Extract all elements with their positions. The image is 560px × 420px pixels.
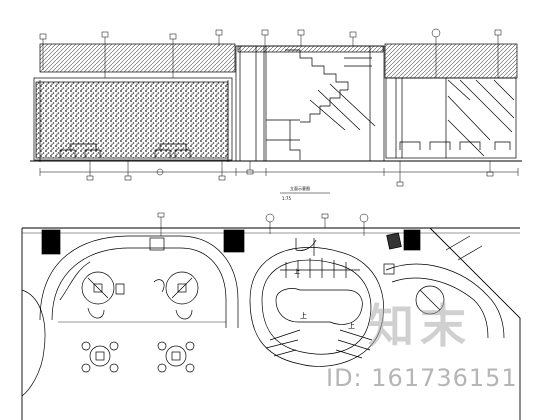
column-3: [403, 229, 421, 251]
stone-wall-panel: [35, 81, 229, 159]
dining-tables: [81, 341, 195, 373]
column-2: [223, 229, 245, 253]
right-room-elevation: [385, 77, 517, 159]
stair-plan: [249, 238, 384, 367]
elevation-drawing: [30, 28, 522, 187]
stair-label-up-2: 上: [348, 321, 355, 330]
floor-plan: [21, 212, 521, 420]
elevation-chairs-left: [59, 149, 191, 158]
watermark-id: ID: 161736151: [326, 364, 518, 392]
ceiling-hatch-right: [384, 43, 518, 79]
round-column-left: [21, 289, 46, 397]
booth-tables: [81, 271, 199, 320]
stair-elevation: [265, 45, 385, 162]
plan-outer-wall: [21, 227, 521, 420]
ceiling-hatch-left: [39, 43, 236, 73]
elevation-callouts: [39, 28, 502, 78]
curved-booth-left: [39, 235, 239, 328]
stair-label-up-3: 上: [294, 268, 300, 276]
ceiling-hatch-mid: [237, 45, 384, 53]
curved-booth-right: [383, 235, 505, 339]
column-1: [41, 229, 61, 255]
watermark-logo: 知末: [368, 299, 472, 353]
elevation-bottom-callouts: [86, 161, 494, 187]
elevation-scale: 1:75: [282, 196, 291, 201]
stair-label-up-1: 上: [300, 311, 307, 320]
plan-callouts: [157, 212, 369, 236]
elevation-title: 立面示意图: [290, 185, 310, 191]
stone-panel-frame: [33, 77, 233, 161]
